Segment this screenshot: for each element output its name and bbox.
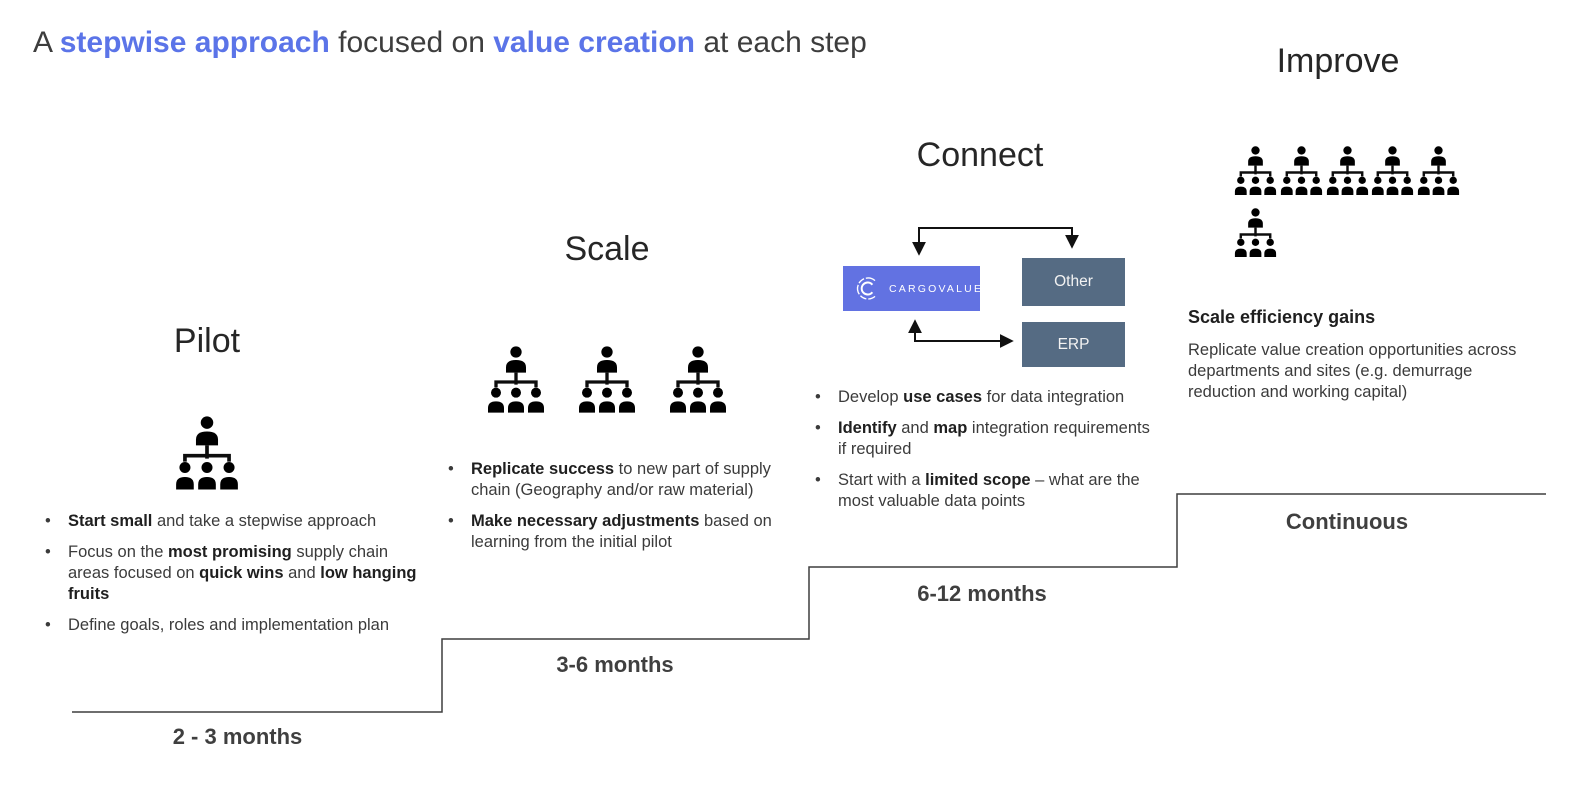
duration-scale: 3-6 months (556, 652, 674, 677)
bullet-text: Focus on the most promising supply chain… (68, 543, 417, 603)
cargovalue-box: CARGOVALUE (843, 266, 984, 311)
bullet-icon: • (45, 512, 51, 530)
list-item: • Start with a limited scope – what are … (815, 470, 1160, 512)
org-chart-icon (1325, 146, 1370, 196)
connector-cargovalue-erp (908, 319, 1014, 348)
erp-label: ERP (1057, 335, 1090, 353)
org-chart-icon (1416, 146, 1461, 196)
improve-body: Replicate value creation opportunities a… (1188, 341, 1517, 401)
bullet-icon: • (815, 388, 821, 406)
scale-bullets: • Replicate success to new part of suppl… (448, 459, 793, 563)
list-item: • Identify and map integration requireme… (815, 418, 1160, 460)
bullet-text: Make necessary adjustments based on lear… (471, 512, 772, 551)
other-box: Other (1022, 258, 1125, 306)
bullet-text: Develop use cases for data integration (838, 388, 1125, 406)
bullet-text: Start small and take a stepwise approach (68, 512, 377, 530)
other-label: Other (1054, 273, 1093, 290)
org-chart-icon (488, 346, 544, 414)
bullet-icon: • (45, 616, 51, 634)
list-item: • Make necessary adjustments based on le… (448, 511, 793, 553)
org-chart-icon (176, 416, 238, 491)
bullet-icon: • (45, 543, 51, 561)
bullet-icon: • (448, 460, 454, 478)
improve-heading: Scale efficiency gains (1188, 307, 1376, 327)
bullet-icon: • (815, 419, 821, 437)
bullet-text: Identify and map integration requirement… (838, 419, 1150, 458)
duration-pilot: 2 - 3 months (172, 724, 303, 749)
pilot-bullets: • Start small and take a stepwise approa… (45, 511, 433, 646)
list-item: • Focus on the most promising supply cha… (45, 542, 433, 605)
duration-connect: 6-12 months (917, 581, 1047, 606)
stage-title-scale: Scale (564, 230, 650, 268)
org-chart-icon (670, 346, 726, 414)
stage-title-improve: Improve (1276, 42, 1400, 80)
org-chart-icon (1279, 146, 1324, 196)
scale-org-icons (488, 346, 726, 414)
org-chart-icon (1370, 146, 1415, 196)
bullet-text: Define goals, roles and implementation p… (68, 616, 390, 634)
org-chart-icon (1233, 146, 1278, 196)
duration-improve: Continuous (1285, 509, 1409, 534)
list-item: • Replicate success to new part of suppl… (448, 459, 793, 501)
stage-title-pilot: Pilot (173, 322, 241, 360)
bullet-icon: • (448, 512, 454, 530)
connect-bullets: • Develop use cases for data integration… (815, 387, 1160, 522)
org-chart-icon (579, 346, 635, 414)
list-item: • Define goals, roles and implementation… (45, 615, 433, 636)
cargovalue-logo-icon (854, 275, 881, 302)
list-item: • Start small and take a stepwise approa… (45, 511, 433, 532)
erp-box: ERP (1022, 322, 1125, 367)
cargovalue-label: CARGOVALUE (889, 282, 984, 295)
bullet-text: Start with a limited scope – what are th… (838, 471, 1140, 510)
bullet-text: Replicate success to new part of supply … (471, 460, 771, 499)
page-title: A stepwise approach focused on value cre… (33, 26, 867, 59)
stage-title-connect: Connect (916, 136, 1044, 174)
connector-cargovalue-other (912, 227, 1079, 256)
list-item: • Develop use cases for data integration (815, 387, 1160, 408)
bullet-icon: • (815, 471, 821, 489)
org-chart-icon (1233, 208, 1278, 258)
improve-org-icons (1233, 146, 1461, 258)
